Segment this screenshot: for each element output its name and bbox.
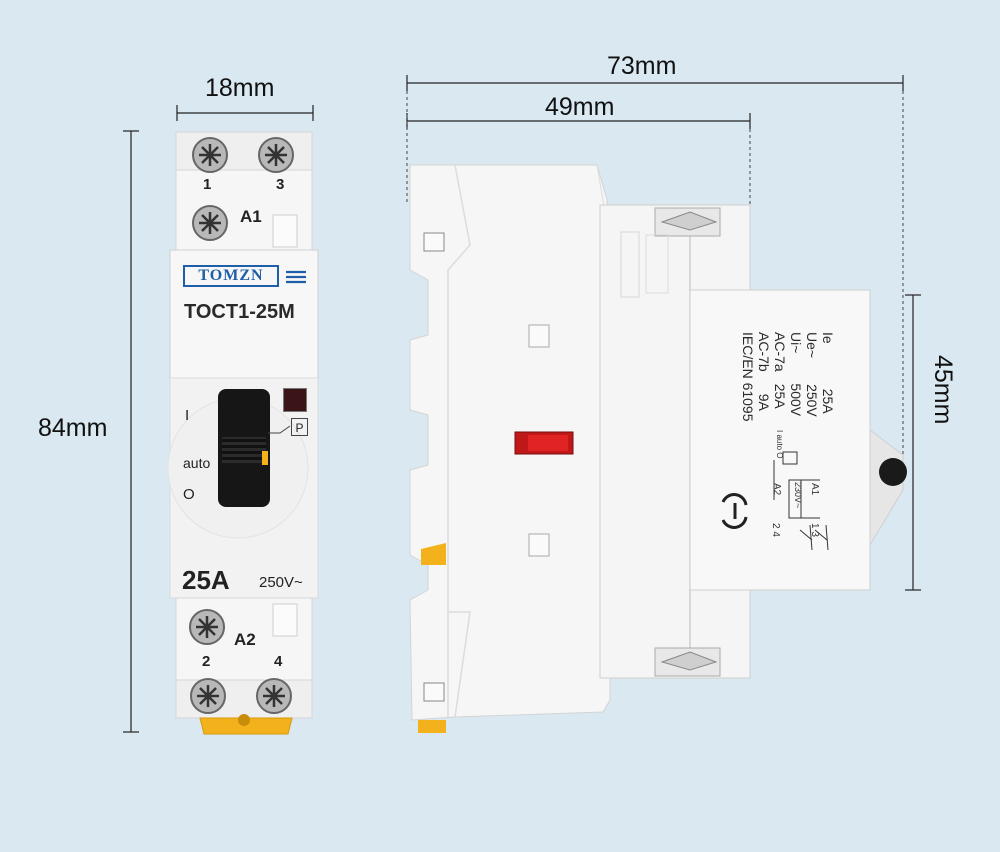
spec-row-ue: Ue~250V <box>804 332 820 417</box>
spec-row-ac7a: AC-7a25A <box>772 332 788 409</box>
spec-row-ac7b: AC-7b9A <box>756 332 772 411</box>
dim-side-total-width: 73mm <box>607 52 677 80</box>
standard-label: IEC/EN 61095 <box>740 332 756 422</box>
ce-mark-icon <box>721 493 748 529</box>
spec-row-ui: Ui~500V <box>788 332 804 417</box>
side-spec-label: Ie25A Ue~250V Ui~500V AC-7a25A AC-7b9A I… <box>740 332 836 422</box>
diagram-coil-voltage: 230V~ <box>793 482 803 509</box>
diagram-contacts-top: 1 3 <box>809 523 820 537</box>
spec-row-ie: Ie25A <box>820 332 836 414</box>
diagram-coil-a1: A1 <box>809 483 820 496</box>
diagram-contacts-bottom: 2 4 <box>770 523 781 537</box>
dim-side-body-width: 49mm <box>545 93 615 121</box>
wiring-diagram-icon <box>773 451 829 551</box>
dim-front-height: 84mm <box>38 414 108 442</box>
diagram-modes: I auto O <box>775 430 784 459</box>
diagram-coil-a2: A2 <box>771 483 782 496</box>
dim-front-width: 18mm <box>205 74 275 102</box>
